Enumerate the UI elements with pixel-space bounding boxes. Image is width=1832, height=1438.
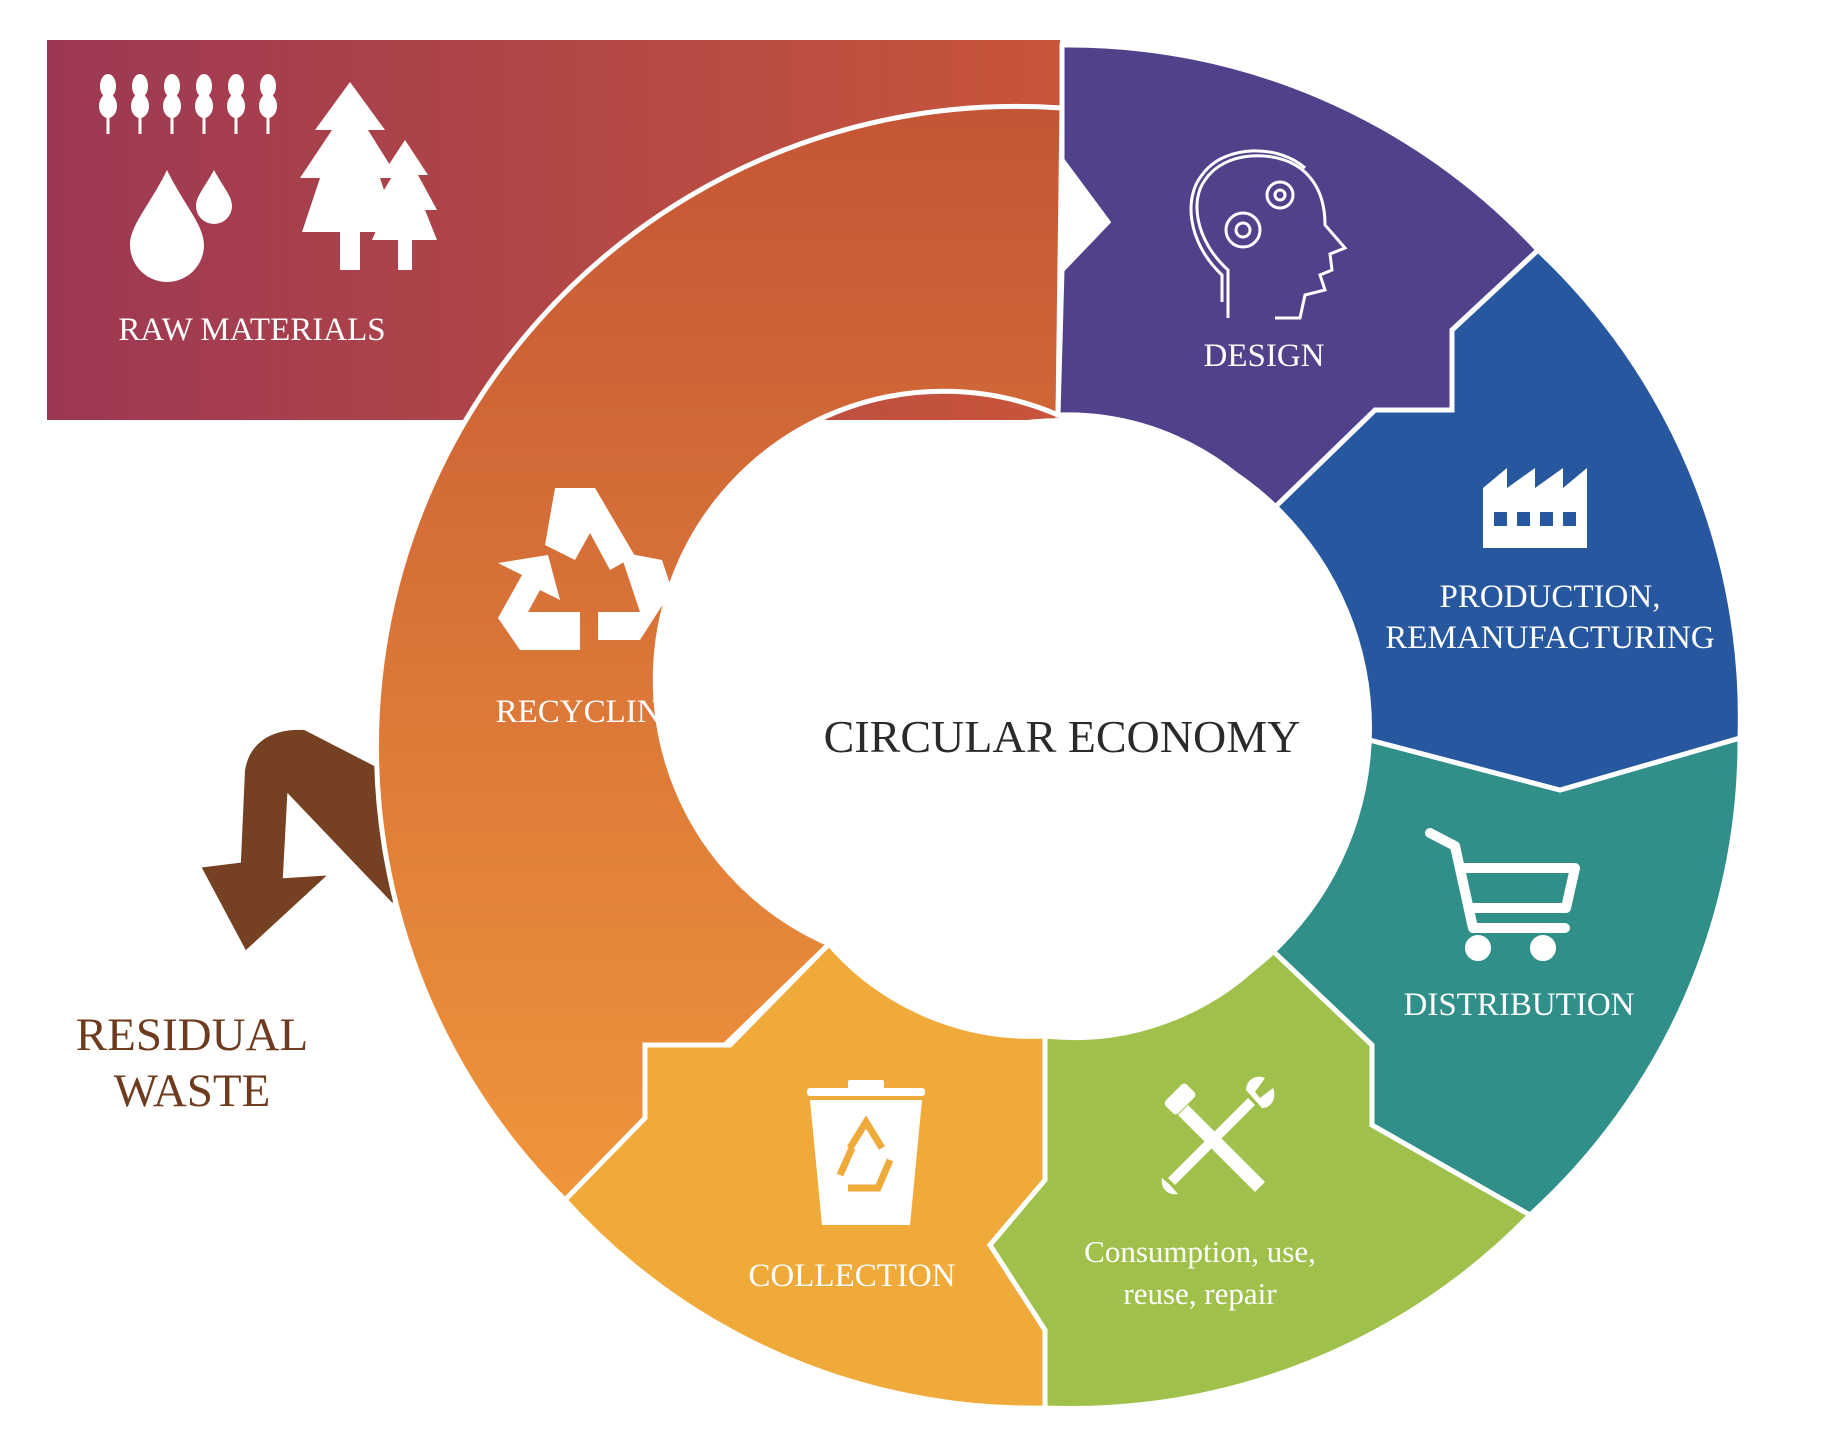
design-label: DESIGN: [1204, 338, 1325, 374]
residual-waste-label-line2: WASTE: [114, 1065, 271, 1117]
residual-waste-arrow: [192, 723, 412, 960]
raw-materials-label: RAW MATERIALS: [118, 312, 385, 348]
distribution-label: DISTRIBUTION: [1404, 987, 1635, 1023]
collection-segment: [561, 940, 1048, 1411]
center-circle: [752, 418, 1372, 1038]
residual-waste-label-line1: RESIDUAL: [76, 1009, 308, 1061]
center-title: CIRCULAR ECONOMY: [824, 711, 1301, 762]
recycling-label: RECYCLING: [496, 694, 685, 730]
design-segment: [1055, 42, 1542, 514]
tree-icon: [300, 82, 437, 270]
tools-icon: [1161, 1076, 1275, 1195]
recycle-bin-icon: [807, 1080, 925, 1225]
collection-label: COLLECTION: [748, 1258, 955, 1294]
head-gears-icon: [1189, 149, 1348, 320]
consumption-label-line1: Consumption, use,: [1084, 1234, 1316, 1269]
production-label-line1: PRODUCTION,: [1440, 579, 1661, 615]
water-drop-icon: [130, 170, 232, 282]
wheat-icon: [99, 74, 277, 134]
consumption-label-line2: reuse, repair: [1123, 1276, 1277, 1311]
recycling-segment: [373, 103, 1065, 1204]
recycle-icon: [498, 488, 672, 650]
shopping-cart-icon: [1425, 828, 1580, 961]
production-label-line2: REMANUFACTURING: [1385, 620, 1714, 656]
factory-icon: [1483, 468, 1587, 548]
